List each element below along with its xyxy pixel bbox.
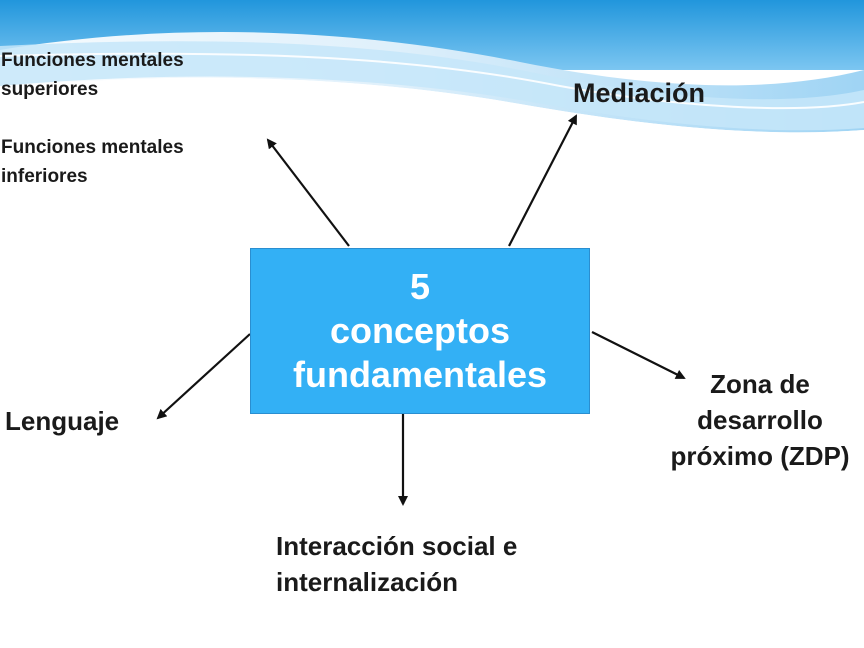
mediacion-node: Mediación <box>573 78 706 108</box>
arrow-to-lenguaje <box>156 333 251 420</box>
zdp-node: Zona de desarrollo próximo (ZDP) <box>640 366 864 474</box>
arrow-to-zdp <box>591 331 686 379</box>
interaccion-node: Interacción social e internalización <box>276 528 606 600</box>
spacer <box>1 104 251 133</box>
zdp-line-3: próximo (ZDP) <box>670 441 850 471</box>
lenguaje-node: Lenguaje <box>5 406 120 436</box>
wave-light-area <box>0 41 864 131</box>
funciones-inferiores-line-1: Funciones mentales <box>1 137 184 158</box>
interaccion-line-1: Interacción social e <box>276 531 518 561</box>
zdp-line-2: desarrollo <box>697 405 823 435</box>
funciones-superiores-line-1: Funciones mentales <box>1 50 184 71</box>
funciones-mentales-node: Funciones mentales superiores Funciones … <box>1 46 251 191</box>
arrow-to-funciones <box>266 138 350 247</box>
wave-highlight <box>0 52 864 110</box>
arrow-to-mediacion <box>508 114 577 247</box>
central-line-2: fundamentales <box>292 354 548 395</box>
central-number: 5 <box>409 266 431 307</box>
interaccion-line-2: internalización <box>276 567 459 597</box>
wave-bottom <box>0 77 864 160</box>
zdp-line-1: Zona de <box>710 369 810 399</box>
funciones-inferiores-line-2: inferiores <box>1 166 88 187</box>
central-concept-box: 5 conceptos fundamentales <box>250 248 590 414</box>
funciones-superiores-line-2: superiores <box>1 79 99 100</box>
central-line-1: conceptos <box>329 310 511 351</box>
wave-background <box>0 0 864 160</box>
